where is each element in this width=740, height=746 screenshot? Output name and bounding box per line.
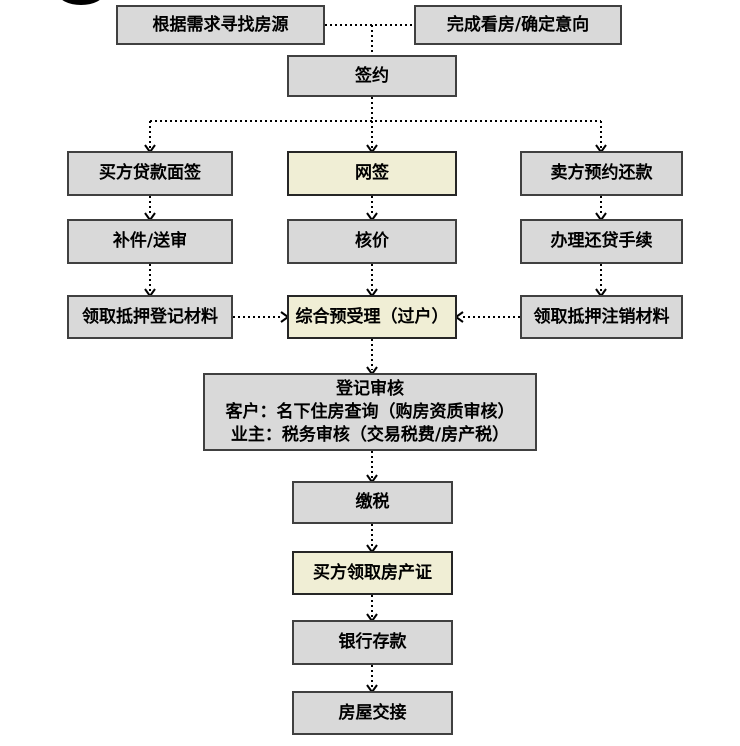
- node-supplement-review: 补件/送审: [67, 219, 233, 264]
- node-comprehensive-pre-acceptance: 综合预受理（过户）: [287, 295, 457, 339]
- node-seller-repay-appointment: 卖方预约还款: [520, 151, 683, 196]
- node-repayment-procedure: 办理还贷手续: [520, 219, 683, 264]
- node-sign-contract: 签约: [287, 55, 457, 97]
- node-mortgage-cancellation-materials: 领取抵押注销材料: [520, 295, 683, 339]
- partial-circle-decoration: [58, 0, 104, 5]
- node-bank-deposit: 银行存款: [292, 620, 453, 665]
- node-buyer-receive-certificate: 买方领取房产证: [292, 551, 453, 595]
- node-pay-taxes: 缴税: [292, 481, 453, 524]
- node-price-verification: 核价: [287, 219, 457, 264]
- node-find-listing: 根据需求寻找房源: [116, 5, 325, 45]
- node-mortgage-registration-materials: 领取抵押登记材料: [67, 295, 233, 339]
- registration-review-owner-line: 业主：税务审核（交易税费/房产税）: [230, 424, 510, 445]
- registration-review-title: 登记审核: [336, 378, 404, 399]
- node-confirm-intent: 完成看房/确定意向: [414, 5, 622, 45]
- node-house-handover: 房屋交接: [292, 691, 453, 735]
- node-buyer-loan-interview: 买方贷款面签: [67, 151, 233, 196]
- registration-review-buyer-line: 客户：名下住房查询（购房资质审核）: [225, 401, 515, 422]
- arrowhead-left: [454, 311, 464, 323]
- node-registration-review: 登记审核 客户：名下住房查询（购房资质审核） 业主：税务审核（交易税费/房产税）: [203, 373, 537, 451]
- node-online-signing: 网签: [287, 151, 457, 196]
